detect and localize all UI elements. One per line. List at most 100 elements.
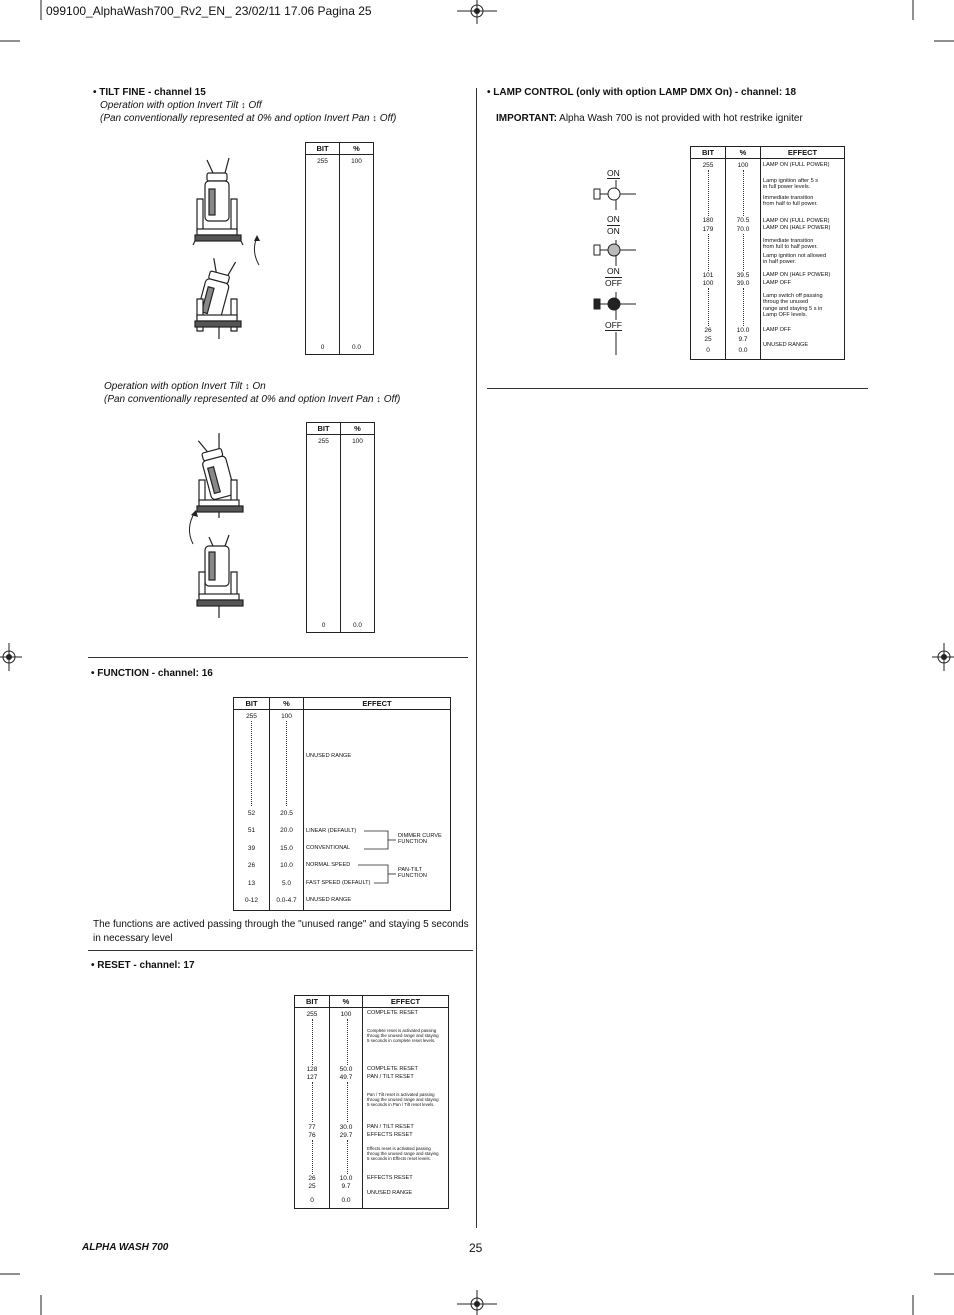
col-bit-header: BIT [701,148,715,157]
col-pct-header: % [342,997,350,1006]
effect-lamp-on-half: LAMP ON (HALF POWER) [763,225,831,231]
pct-value: 15.0 [280,845,293,852]
pct-value: 100 [281,713,292,720]
lamp-label-on: ON [607,168,620,179]
bit-value: 25 [704,336,712,343]
pct-value: 10.0 [339,1175,353,1182]
column-divider [476,88,477,1228]
pct-0: 0.0 [351,344,362,351]
bit-value: 26 [247,862,256,869]
effect-unused-range: UNUSED RANGE [306,753,352,759]
effect-note: Pan / Tilt reset is activated passing th… [367,1092,439,1108]
bit-0: 0 [320,344,325,351]
effect-lamp-off: LAMP OFF [763,280,791,286]
reset-table: BIT % EFFECT 255 100 128 50.0 127 49.7 7… [294,995,449,1209]
bit-value: 26 [308,1175,316,1182]
pct-value: 20.5 [280,810,293,817]
bit-value: 179 [702,226,714,233]
effect-note: Immediate transition from half to full p… [763,195,818,208]
tilt-table-1: BIT % 255 100 0 0.0 [305,142,374,355]
effect-note: Effects reset is activated passing throu… [367,1146,439,1162]
pct-value: 39.0 [736,280,750,287]
pct-value: 20.0 [280,827,293,834]
effect-conventional: CONVENTIONAL [306,845,351,851]
bit-value: 127 [306,1074,318,1081]
bit-value: 128 [306,1066,318,1073]
brace-pan-tilt: PAN-TILT FUNCTION [398,867,427,880]
tilt-op2-line2: (Pan conventionally represented at 0% an… [104,394,401,405]
lamp-label-off: OFF [605,277,622,288]
bit-value: 255 [702,162,714,169]
pct-value: 9.7 [738,336,748,343]
fixture-illustration-invert-off [192,157,260,339]
updown-arrow-icon: ↕ [241,100,246,110]
pct-value: 10.0 [280,862,293,869]
effect-normal-speed: NORMAL SPEED [306,862,351,868]
bit-value: 0 [310,1197,314,1204]
bit-value: 100 [702,280,714,287]
effect-linear: LINEAR (DEFAULT) [306,828,357,834]
tilt-op1-line1: Operation with option Invert Tilt ↕ Off [100,100,262,111]
tilt-op2-line1: Operation with option Invert Tilt ↕ On [104,381,266,392]
pct-0: 0.0 [352,622,363,629]
effect-complete-reset: COMPLETE RESET [367,1066,418,1072]
col-bit-header: BIT [245,699,258,708]
effect-lamp-on-full: LAMP ON (FULL POWER) [763,162,830,168]
tilt-table-2: BIT % 255 100 0 0.0 [306,422,375,633]
col-pct-header: % [283,699,290,708]
lamp-label-off: OFF [605,320,622,331]
bit-value: 25 [308,1183,316,1190]
col-bit-header: BIT [317,424,330,433]
lamp-label-on: ON [607,266,620,276]
tilt-op1-line2: (Pan conventionally represented at 0% an… [100,113,397,124]
effect-note: Lamp ignition after 5 s in full power le… [763,178,819,191]
col-bit-header: BIT [316,144,329,153]
lamp-control-title: • LAMP CONTROL (only with option LAMP DM… [487,87,797,98]
function-note: The functions are actived passing throug… [93,919,469,944]
effect-note: Lamp ignition not allowed in half power. [763,253,827,266]
bit-255: 255 [318,438,329,445]
col-effect-header: EFFECT [787,148,818,157]
function-table: BIT % EFFECT 255 100 52 20.5 51 20.0 39 … [233,697,451,911]
effect-lamp-off: LAMP OFF [763,327,791,333]
pct-value: 0.0 [738,347,748,354]
pct-value: 0.0-4.7 [276,897,297,904]
file-header: 099100_AlphaWash700_Rv2_EN_ 23/02/11 17.… [46,4,372,18]
bit-value: 255 [306,1011,318,1018]
bit-value: 180 [702,217,714,224]
updown-arrow-icon: ↕ [376,394,381,404]
pct-value: 49.7 [339,1074,353,1081]
tilt-fine-title: • TILT FINE - channel 15 [93,87,206,98]
fixture-illustration-invert-on [189,433,244,618]
lamp-important-note: IMPORTANT: Alpha Wash 700 is not provide… [496,113,803,124]
bit-value: 76 [308,1132,316,1139]
bit-value: 13 [247,880,256,887]
pct-value: 100 [340,1011,352,1018]
bit-value: 51 [247,827,256,834]
page-number: 25 [469,1241,483,1255]
lamp-bulb-icons [593,180,636,355]
brace-lines [358,830,396,884]
lamp-label-on: ON [607,214,620,224]
col-bit-header: BIT [305,997,319,1006]
section-rule-function [88,950,473,951]
effect-note: Complete reset is activated passing thro… [367,1028,439,1044]
pct-value: 50.0 [339,1066,353,1073]
col-pct-header: % [354,424,361,433]
reset-title: • RESET - channel: 17 [91,960,195,971]
effect-lamp-on-half: LAMP ON (HALF POWER) [763,272,831,278]
effect-complete-reset: COMPLETE RESET [367,1010,418,1016]
pct-value: 29.7 [339,1132,353,1139]
pct-value: 9.7 [341,1183,351,1190]
pct-100: 100 [352,438,363,445]
pct-value: 100 [737,162,749,169]
effect-pan-tilt-reset: PAN / TILT RESET [367,1124,414,1130]
bit-value: 39 [247,845,256,852]
bit-value: 101 [702,272,714,279]
bit-255: 255 [317,158,328,165]
effect-note: Lamp switch off passing throug the unuse… [763,293,823,319]
pct-value: 5.0 [281,880,292,887]
section-rule-lamp [487,388,868,389]
bit-value: 52 [247,810,256,817]
bit-value: 0-12 [244,897,258,904]
